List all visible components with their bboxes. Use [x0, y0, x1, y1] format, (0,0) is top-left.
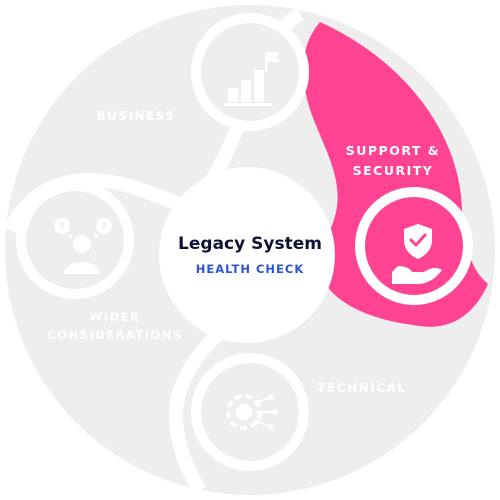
center-subtitle: HEALTH CHECK: [195, 262, 305, 276]
segment-label-technical: TECHNICAL: [317, 381, 407, 395]
segment-label-wider-line2: CONSIDERATIONS: [47, 328, 183, 342]
segment-label-support-line1: SUPPORT &: [345, 143, 441, 158]
segment-label-wider: WIDER CONSIDERATIONS: [30, 308, 200, 344]
segment-label-wider-line1: WIDER: [89, 310, 141, 324]
svg-text:?: ?: [59, 220, 65, 233]
center-title: Legacy System: [178, 234, 322, 254]
icon-circle-business: [191, 13, 309, 131]
center-hub: [159, 167, 335, 343]
growth-bar-chart-flag-icon: [224, 52, 280, 106]
hand-holding-shield-check-icon: [392, 224, 442, 284]
segment-label-support-line2: SECURITY: [352, 163, 434, 178]
segment-label-support: SUPPORT & SECURITY: [330, 141, 456, 181]
separator-left: [3, 172, 202, 234]
svg-text:?: ?: [101, 220, 107, 233]
person-questions-icon: ? ?: [54, 218, 112, 274]
segment-label-business: BUSINESS: [96, 109, 176, 123]
gear-circuit-icon: [226, 394, 278, 430]
